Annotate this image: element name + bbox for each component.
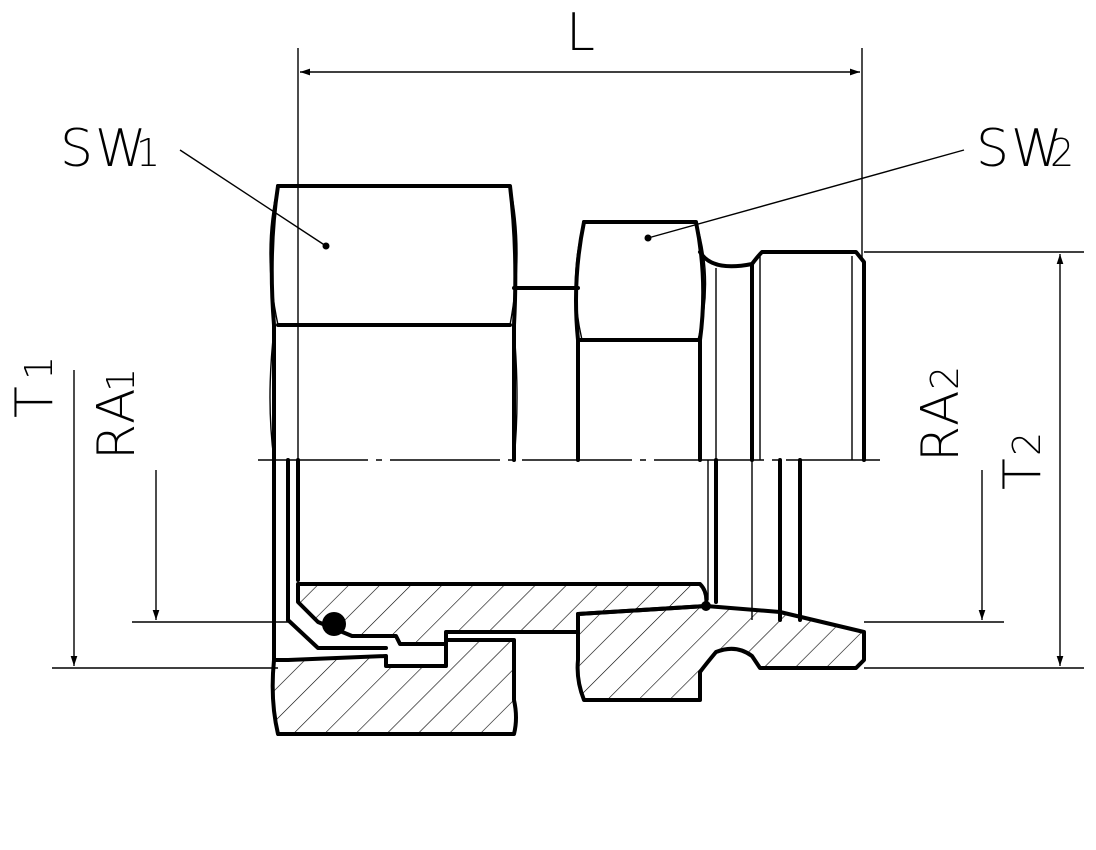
sw1-callout: SW 1 <box>60 119 330 250</box>
ra1-label: RA <box>87 386 147 460</box>
sw1-label: SW <box>60 119 148 179</box>
nut-section <box>270 458 518 736</box>
body-section <box>575 604 866 702</box>
stud-end <box>698 250 866 462</box>
dimension-length: L <box>297 3 863 460</box>
ra1-subscript: 1 <box>99 368 143 392</box>
t1-subscript: 1 <box>17 356 61 380</box>
body-hex <box>574 220 707 462</box>
left-nut-hex <box>269 184 518 462</box>
dimension-t1: T 1 <box>5 356 278 669</box>
seal-dot <box>701 601 711 611</box>
sw1-subscript: 1 <box>136 131 160 175</box>
t1-label: T <box>5 384 65 418</box>
dimension-ra2: RA 2 <box>864 366 1004 623</box>
bore-outline <box>286 458 802 622</box>
sw2-label: SW <box>976 119 1064 179</box>
length-label: L <box>566 3 597 63</box>
t2-subscript: 2 <box>1005 432 1049 456</box>
sw2-subscript: 2 <box>1050 131 1074 175</box>
t2-label: T <box>993 456 1053 490</box>
dimension-t2: T 2 <box>864 251 1084 669</box>
o-ring <box>322 612 346 636</box>
dimension-ra1: RA 1 <box>87 368 288 623</box>
sw2-callout: SW 2 <box>644 119 1074 242</box>
ra2-subscript: 2 <box>923 366 967 390</box>
ra2-label: RA <box>911 388 971 462</box>
